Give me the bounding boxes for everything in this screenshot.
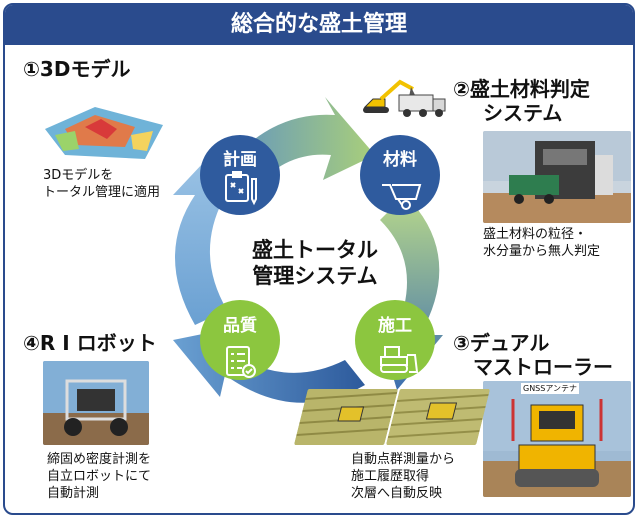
material-system-photo	[483, 131, 631, 223]
3d-model-image	[35, 89, 167, 165]
page-title: 総合的な盛土管理	[5, 5, 633, 45]
cycle-diagram: 計画 材料 施工 品質 盛土トータル 管理シス	[173, 79, 446, 403]
checklist-quality-icon	[226, 346, 256, 378]
construction-note-2: 施工履歴取得	[351, 469, 430, 484]
node-material	[360, 135, 440, 215]
dual-roller-photo: GNSSアンテナ	[483, 381, 631, 497]
node-quality-label: 品質	[223, 315, 257, 336]
section-material-heading-1: ②盛土材料判定	[453, 77, 590, 101]
gnss-antenna-label: GNSSアンテナ	[521, 383, 580, 394]
section-3d-model-heading: ①3Dモデル	[23, 57, 131, 81]
section-material-desc-2: 水分量から無人判定	[483, 244, 601, 259]
node-plan-label: 計画	[223, 149, 257, 170]
section-material-heading-2: システム	[483, 101, 563, 125]
construction-photo-1	[294, 389, 398, 445]
center-label-line2: 管理システム	[252, 264, 377, 288]
construction-note-3: 次層へ自動反映	[351, 486, 443, 501]
construction-photo-2	[386, 389, 490, 445]
section-material-desc-1: 盛土材料の粒径・	[483, 227, 588, 242]
ri-robot-photo	[43, 361, 149, 445]
diagram-frame: 総合的な盛土管理 計画 材料 施工	[3, 3, 635, 515]
node-construction	[355, 300, 435, 380]
clipboard-plan-icon	[225, 171, 257, 206]
excavator-truck-icon	[363, 79, 446, 117]
section-roller-heading-1: ③デュアル	[453, 331, 550, 355]
section-ri-robot-heading: ④R I ロボット	[23, 331, 157, 355]
node-quality	[200, 300, 280, 380]
node-construction-label: 施工	[378, 315, 412, 336]
bulldozer-icon	[380, 346, 419, 373]
wheelbarrow-icon	[382, 184, 422, 210]
section-ri-robot-desc-2: 自立ロボットにて	[47, 469, 152, 484]
node-material-label: 材料	[383, 149, 417, 170]
section-3d-model-desc-2: トータル管理に適用	[43, 185, 161, 200]
section-3d-model-desc-1: 3Dモデルを	[43, 168, 114, 183]
section-ri-robot-desc-3: 自動計測	[47, 486, 100, 501]
section-roller-heading-2: マストローラー	[473, 355, 613, 379]
construction-note-1: 自動点群測量から	[351, 452, 456, 467]
section-ri-robot-desc-1: 締固め密度計測を	[47, 452, 152, 467]
center-label-line1: 盛土トータル	[252, 238, 378, 262]
